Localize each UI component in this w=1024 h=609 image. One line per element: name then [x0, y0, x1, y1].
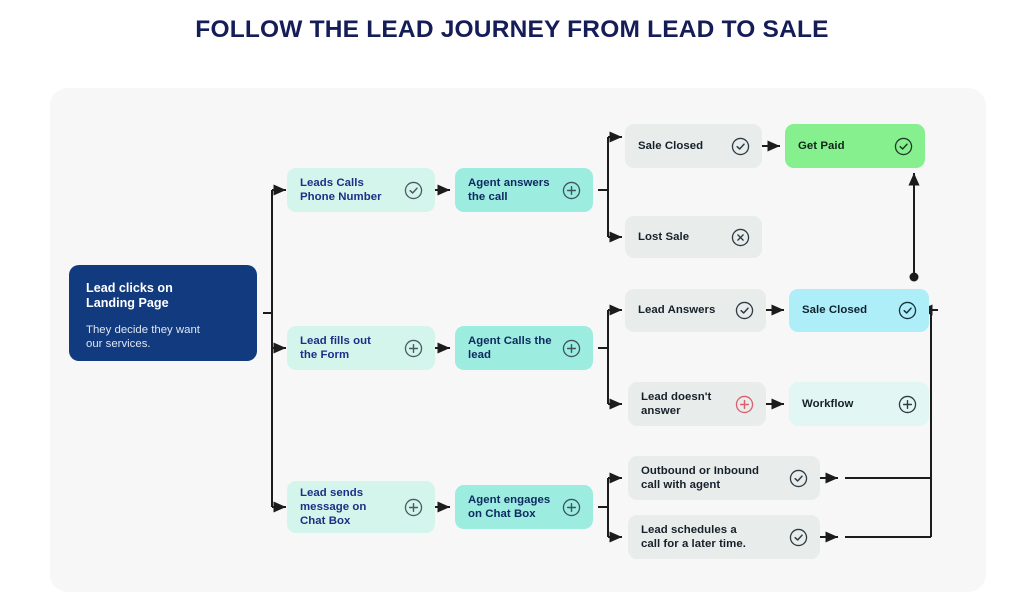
node-outbound-or-inbound-call[interactable]: Outbound or Inbound call with agent: [628, 456, 820, 500]
x-circle-icon[interactable]: [730, 227, 751, 248]
node-lead-doesnt-answer[interactable]: Lead doesn't answer: [628, 382, 766, 426]
node-get-paid[interactable]: Get Paid: [785, 124, 925, 168]
node-label: Agent Calls the lead: [468, 334, 552, 361]
check-circle-icon[interactable]: [893, 136, 914, 157]
node-label: Lead Answers: [638, 304, 716, 317]
check-circle-icon[interactable]: [403, 180, 424, 201]
node-label: Sale Closed: [638, 139, 704, 152]
node-label: Lead schedules a call for a later time.: [641, 523, 746, 550]
node-label: Lost Sale: [638, 230, 690, 243]
node-label: Lead sends message on Chat Box: [300, 486, 367, 528]
node-lead-sends-message-chat-box[interactable]: Lead sends message on Chat Box: [287, 481, 435, 533]
node-leads-calls-phone-number[interactable]: Leads Calls Phone Number: [287, 168, 435, 212]
check-circle-icon[interactable]: [788, 468, 809, 489]
node-lost-sale[interactable]: Lost Sale: [625, 216, 762, 258]
check-circle-icon[interactable]: [788, 527, 809, 548]
node-agent-calls-the-lead[interactable]: Agent Calls the lead: [455, 326, 593, 370]
plus-circle-icon[interactable]: [897, 394, 918, 415]
node-lead-schedules-call[interactable]: Lead schedules a call for a later time.: [628, 515, 820, 559]
plus-circle-icon[interactable]: [561, 338, 582, 359]
node-label: Sale Closed: [802, 304, 868, 317]
node-lead-fills-out-the-form[interactable]: Lead fills out the Form: [287, 326, 435, 370]
plus-circle-icon[interactable]: [561, 497, 582, 518]
plus-circle-icon[interactable]: [403, 338, 424, 359]
node-label: Agent engages on Chat Box: [468, 493, 551, 520]
node-label: Get Paid: [798, 139, 845, 152]
node-workflow[interactable]: Workflow: [789, 382, 929, 426]
start-node-lead-clicks-landing-page[interactable]: Lead clicks on Landing Page They decide …: [69, 265, 257, 361]
check-circle-icon[interactable]: [730, 136, 751, 157]
node-sale-closed-mid[interactable]: Sale Closed: [789, 289, 929, 332]
plus-circle-icon[interactable]: [403, 497, 424, 518]
plus-circle-icon[interactable]: [561, 180, 582, 201]
check-circle-icon[interactable]: [734, 300, 755, 321]
node-label: Leads Calls Phone Number: [300, 176, 382, 203]
node-agent-answers-the-call[interactable]: Agent answers the call: [455, 168, 593, 212]
node-label: Lead fills out the Form: [300, 334, 371, 361]
check-circle-icon[interactable]: [897, 300, 918, 321]
node-label: Agent answers the call: [468, 176, 550, 203]
node-agent-engages-chat-box[interactable]: Agent engages on Chat Box: [455, 485, 593, 529]
node-label: Outbound or Inbound call with agent: [641, 464, 759, 491]
page-title: FOLLOW THE LEAD JOURNEY FROM LEAD TO SAL…: [195, 16, 829, 43]
node-lead-answers[interactable]: Lead Answers: [625, 289, 766, 332]
node-label: Workflow: [802, 397, 854, 410]
plus-circle-alert-icon[interactable]: [734, 394, 755, 415]
node-sale-closed-top[interactable]: Sale Closed: [625, 124, 762, 168]
node-label: Lead doesn't answer: [641, 390, 712, 417]
start-node-heading: Lead clicks on Landing Page: [86, 281, 173, 311]
start-node-body: They decide they want our services.: [86, 323, 200, 351]
